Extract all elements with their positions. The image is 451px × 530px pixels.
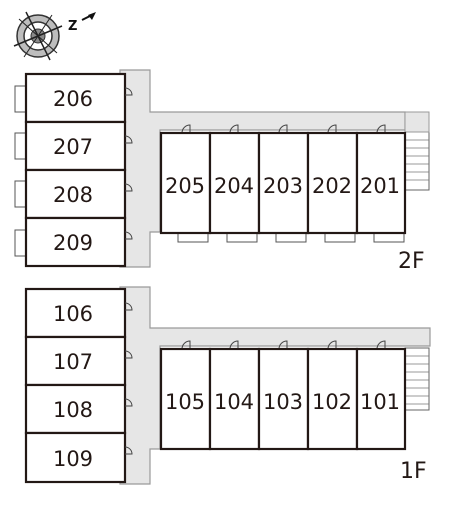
floor-1-stairs — [404, 347, 430, 411]
floor-1-label: 1F — [400, 459, 427, 484]
unit-label: 209 — [53, 231, 93, 255]
unit-201: 201 — [355, 124, 407, 243]
unit-204: 204 — [208, 124, 261, 243]
floor-1-corridor — [119, 286, 431, 485]
unit-label: 105 — [165, 390, 205, 414]
unit-label: 205 — [165, 174, 205, 198]
unit-108: 108 — [24, 383, 133, 435]
unit-label: 203 — [263, 174, 303, 198]
unit-105: 105 — [159, 340, 212, 451]
unit-109: 109 — [24, 431, 133, 484]
unit-label: 207 — [53, 135, 93, 159]
unit-label: 206 — [53, 87, 93, 111]
unit-label: 201 — [360, 174, 400, 198]
unit-label: 107 — [53, 350, 93, 374]
unit-203: 203 — [257, 124, 310, 243]
unit-209: 209 — [14, 216, 133, 268]
unit-202: 202 — [306, 124, 359, 243]
compass-north-label: Z — [68, 19, 77, 34]
floor-2-corridor — [119, 69, 406, 268]
unit-label: 109 — [53, 447, 93, 471]
unit-205: 205 — [159, 124, 212, 243]
unit-101: 101 — [355, 340, 407, 451]
floor-2-plan: 206 207 208 209 205 — [14, 69, 430, 274]
unit-label: 102 — [312, 390, 352, 414]
unit-106: 106 — [24, 287, 133, 339]
unit-label: 104 — [214, 390, 254, 414]
unit-label: 202 — [312, 174, 352, 198]
unit-107: 107 — [24, 335, 133, 387]
unit-103: 103 — [257, 340, 310, 451]
unit-label: 208 — [53, 183, 93, 207]
floor-2-stairs — [404, 111, 430, 191]
unit-102: 102 — [306, 340, 359, 451]
floor-1-plan: 106 107 108 109 105 104 — [24, 286, 431, 485]
unit-208: 208 — [14, 168, 133, 220]
unit-207: 207 — [14, 120, 133, 172]
unit-206: 206 — [14, 72, 133, 124]
unit-104: 104 — [208, 340, 261, 451]
unit-label: 101 — [360, 390, 400, 414]
unit-label: 108 — [53, 398, 93, 422]
unit-label: 204 — [214, 174, 254, 198]
unit-label: 103 — [263, 390, 303, 414]
floor-2-label: 2F — [398, 249, 425, 274]
compass-icon: Z — [13, 11, 96, 61]
unit-label: 106 — [53, 302, 93, 326]
